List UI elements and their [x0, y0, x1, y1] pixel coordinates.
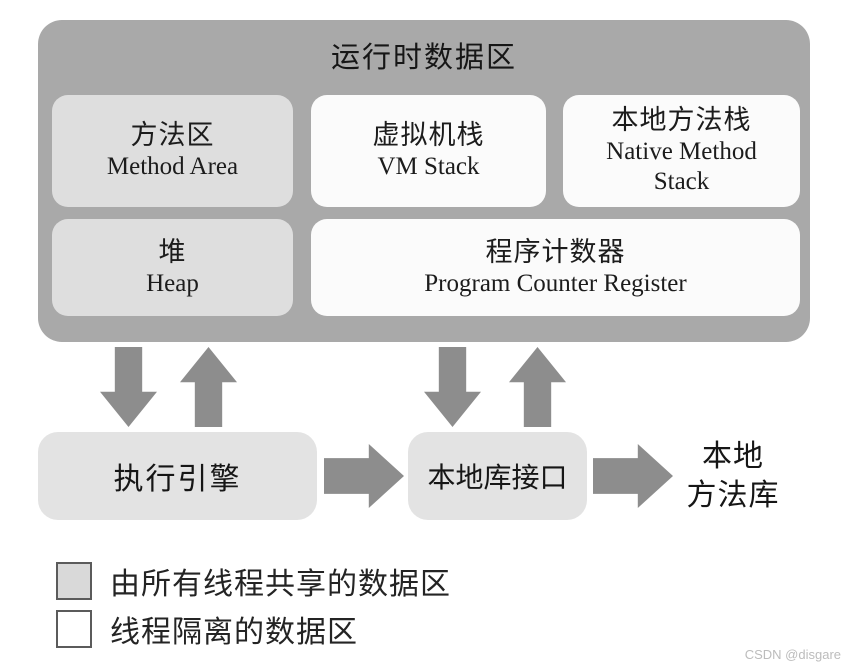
legend-item-shared: 由所有线程共享的数据区: [56, 557, 451, 605]
heap-label-zh: 堆: [158, 236, 187, 267]
shared-area-swatch: [56, 562, 92, 600]
native-method-library-line2: 方法库: [686, 479, 780, 512]
execution-engine-label: 执行引擎: [113, 463, 242, 496]
method-area-box: 方法区 Method Area: [52, 95, 293, 207]
watermark: CSDN @disgare: [744, 647, 841, 662]
runtime-data-area-title: 运行时数据区: [330, 42, 517, 74]
native-method-library-label: 本地 方法库: [678, 434, 788, 518]
legend: 由所有线程共享的数据区 线程隔离的数据区: [56, 557, 451, 653]
down-arrow-icon: [424, 347, 481, 427]
native-library-interface-label: 本地库接口: [427, 463, 568, 494]
native-method-stack-label-zh: 本地方法栈: [611, 105, 752, 136]
legend-item-isolated: 线程隔离的数据区: [56, 605, 451, 653]
vm-stack-label-en: VM Stack: [377, 153, 480, 181]
legend-label-shared: 由所有线程共享的数据区: [110, 568, 451, 601]
heap-box: 堆 Heap: [52, 219, 293, 316]
legend-label-isolated: 线程隔离的数据区: [110, 616, 358, 649]
execution-engine-box: 执行引擎: [38, 432, 317, 520]
method-area-label-zh: 方法区: [130, 120, 215, 151]
pc-register-label-zh: 程序计数器: [485, 236, 626, 267]
method-area-label-en: Method Area: [106, 153, 239, 181]
up-arrow-icon: [180, 347, 237, 427]
program-counter-register-box: 程序计数器 Program Counter Register: [311, 219, 800, 316]
isolated-area-swatch: [56, 610, 92, 648]
native-library-interface-box: 本地库接口: [408, 432, 587, 520]
vm-stack-box: 虚拟机栈 VM Stack: [311, 95, 546, 207]
heap-label-en: Heap: [146, 269, 199, 297]
up-arrow-icon: [509, 347, 566, 427]
pc-register-label-en: Program Counter Register: [424, 269, 687, 297]
native-method-stack-box: 本地方法栈 Native Method Stack: [563, 95, 800, 207]
vm-stack-label-zh: 虚拟机栈: [372, 120, 485, 151]
right-arrow-icon: [324, 444, 404, 508]
native-method-library-line1: 本地: [702, 440, 764, 473]
native-method-stack-label-en: Native Method Stack: [606, 137, 757, 196]
down-arrow-icon: [100, 347, 157, 427]
runtime-data-area-container: 运行时数据区 方法区 Method Area 虚拟机栈 VM Stack 本地方…: [38, 20, 810, 342]
right-arrow-icon: [593, 444, 673, 508]
